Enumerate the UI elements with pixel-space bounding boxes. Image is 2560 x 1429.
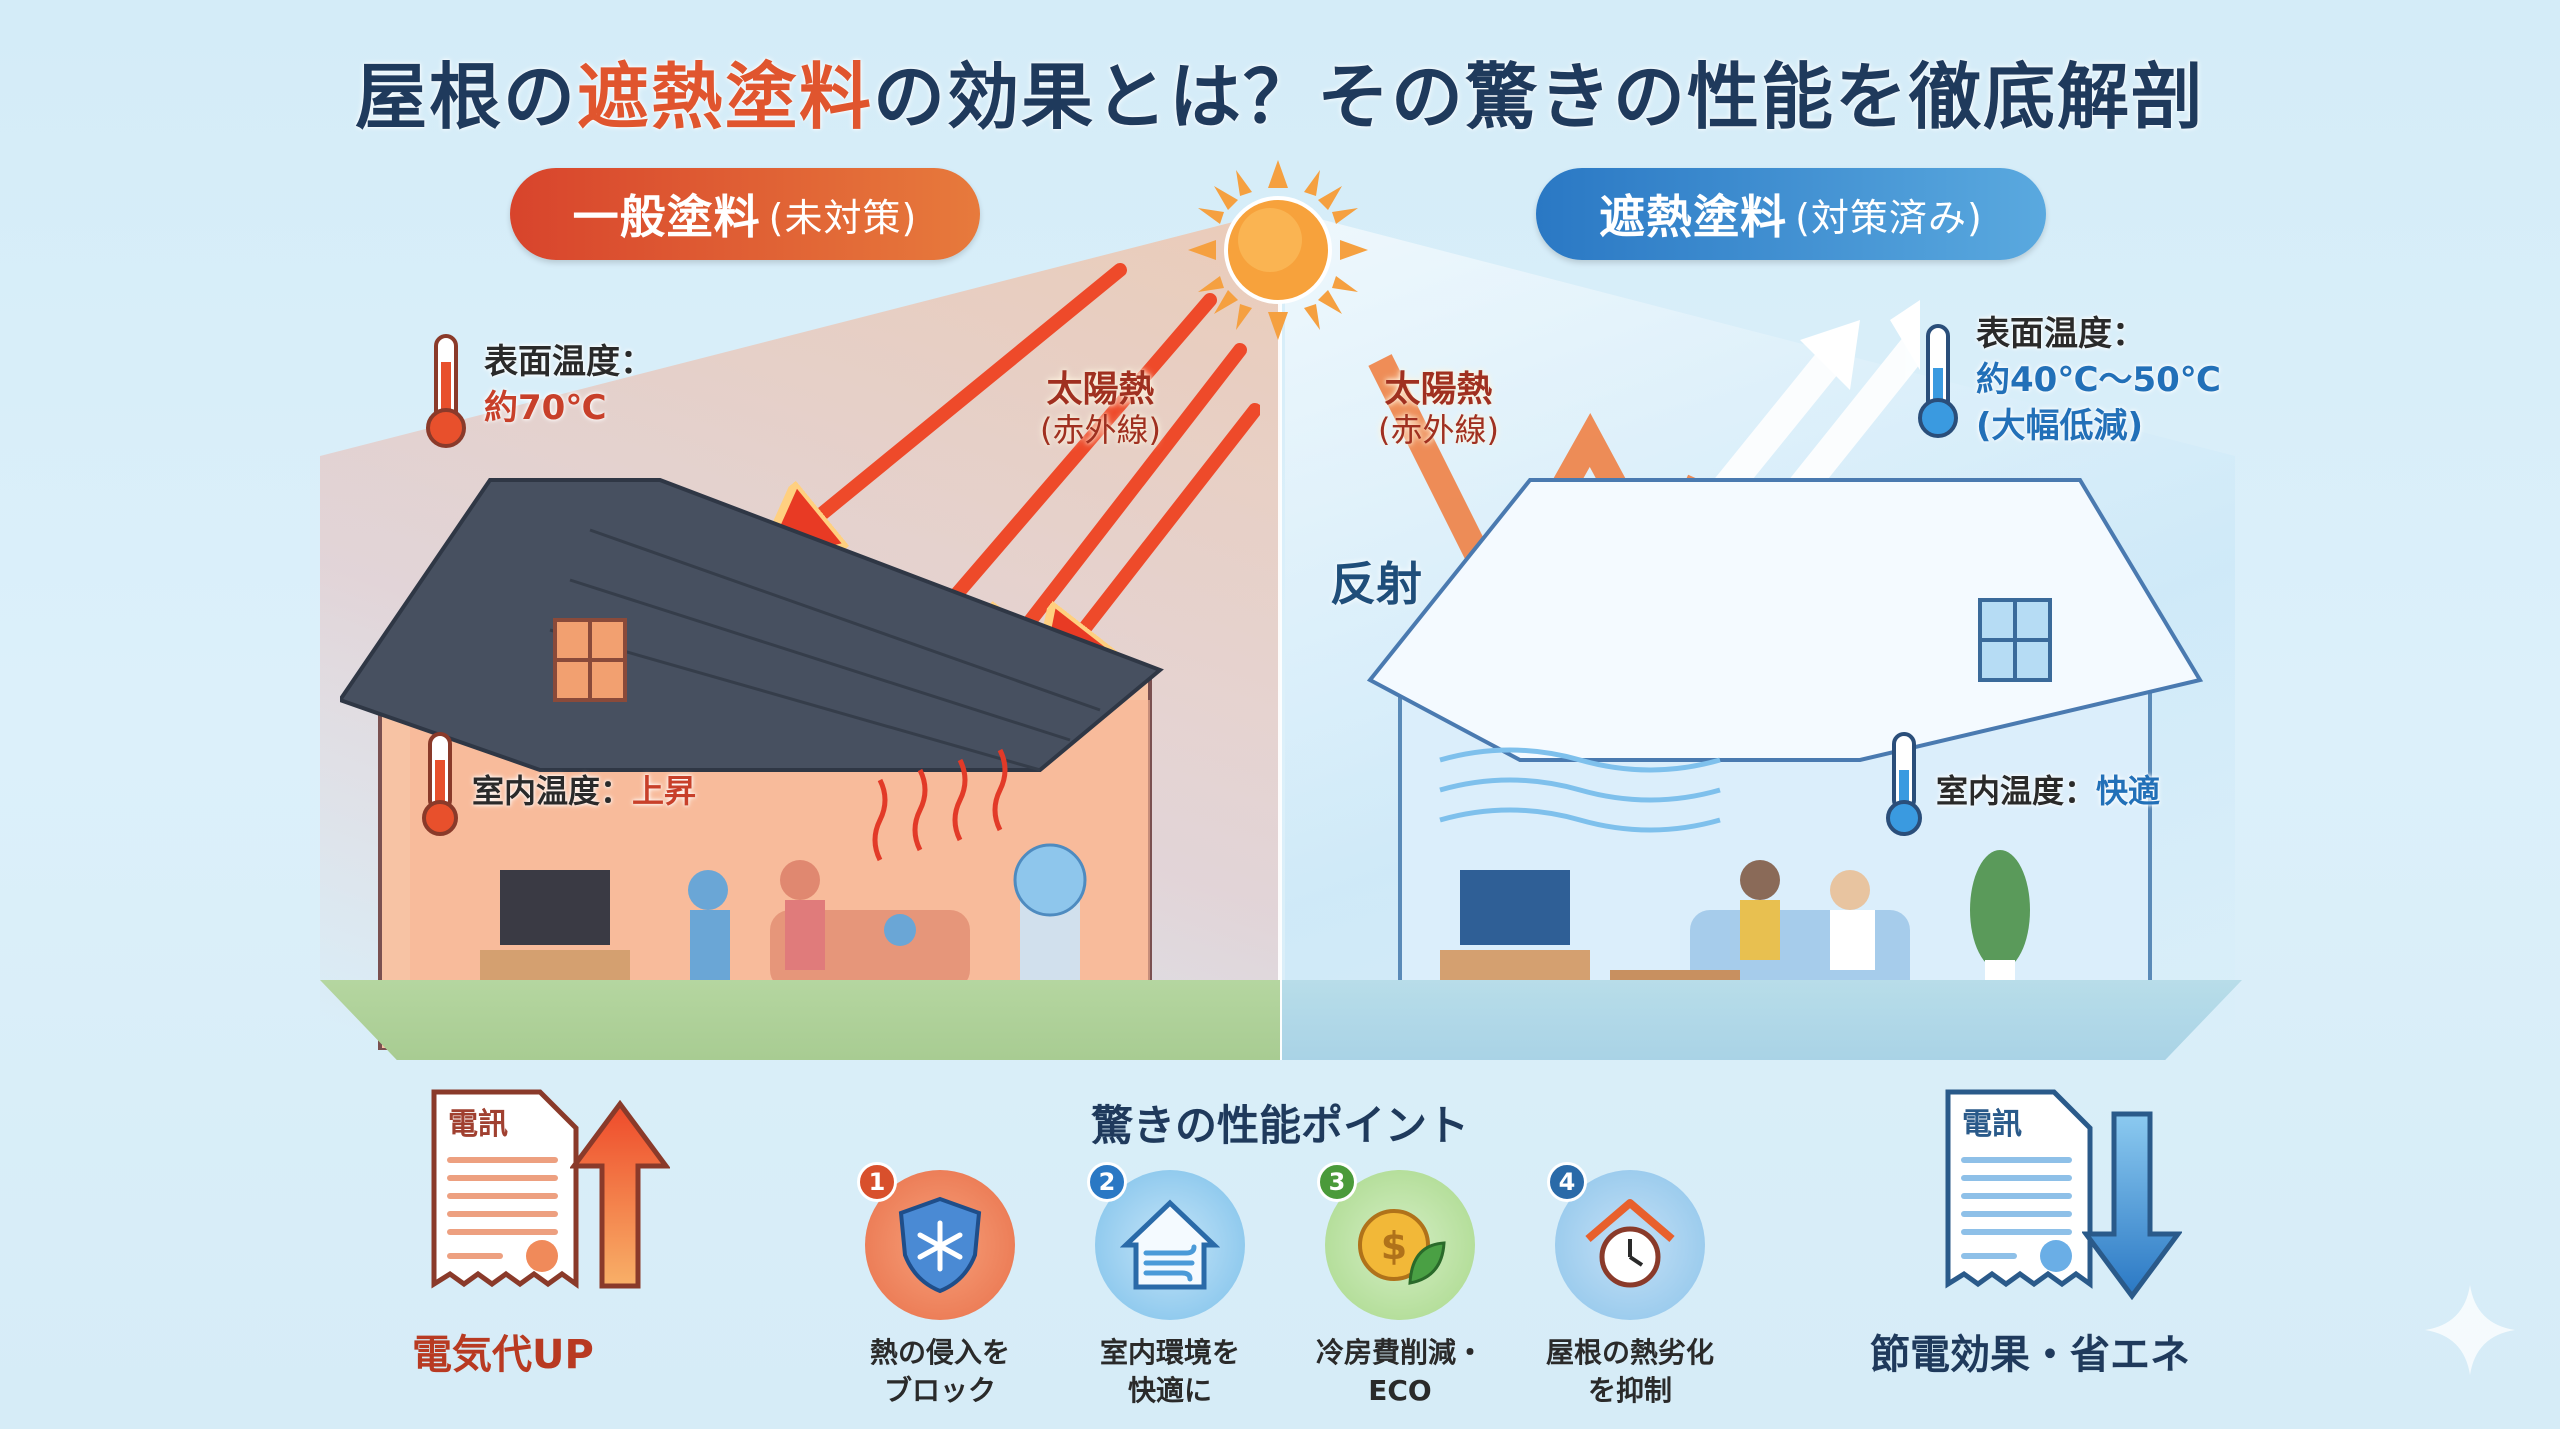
cool-house-illustration	[1366, 478, 2204, 1050]
point-icon-circle: 4	[1547, 1162, 1705, 1320]
indoor-thermometer-hot-icon	[422, 732, 458, 836]
caption-line1: 室内環境を	[1099, 1336, 1240, 1369]
house-wind-icon	[1120, 1199, 1220, 1290]
svg-text:電訊: 電訊	[448, 1107, 508, 1142]
solar-heat-label-left: 太陽熱 (赤外線)	[1040, 368, 1161, 450]
surface-temp-note: (大幅低減)	[1976, 405, 2144, 446]
point-item-2: 2 室内環境を 快適に	[1070, 1162, 1270, 1410]
solar-heat-text: 太陽熱	[1384, 369, 1493, 410]
standard-paint-badge: 一般塗料(未対策)	[510, 168, 980, 260]
lawn-right	[1282, 980, 2242, 1060]
surface-temp-value: 約40℃～50℃	[1976, 359, 2221, 400]
electric-bill-up-icon: 電訊	[430, 1088, 580, 1298]
caption-line2: 快適に	[1127, 1373, 1212, 1407]
surface-temp-hot: 表面温度： 約70℃	[484, 340, 654, 432]
caption-line1: 冷房費削減・	[1315, 1336, 1484, 1369]
lawn-left	[320, 980, 1280, 1060]
indoor-thermometer-cool-icon	[1886, 732, 1922, 836]
point-item-4: 4 屋根の熱劣化 を抑制	[1530, 1162, 1730, 1410]
solar-heat-label-right: 太陽熱 (赤外線)	[1378, 368, 1499, 450]
title-suffix: の効果とは？その驚きの性能を徹底解剖	[873, 55, 2206, 139]
solar-heat-text: 太陽熱	[1046, 369, 1155, 410]
surface-temp-label: 表面温度：	[1976, 314, 2146, 354]
page-title: 屋根の遮熱塗料の効果とは？その驚きの性能を徹底解剖	[0, 38, 2560, 143]
performance-points-title: 驚きの性能ポイント	[1090, 1101, 1469, 1150]
badge-main-text: 一般塗料	[572, 190, 761, 244]
shield-snowflake-icon	[898, 1196, 982, 1294]
indoor-temp-label: 室内温度：	[1936, 772, 2097, 810]
infrared-text: (赤外線)	[1040, 411, 1161, 450]
point-icon-circle: 1	[857, 1162, 1015, 1320]
point-caption: 屋根の熱劣化 を抑制	[1530, 1334, 1730, 1410]
roof-clock-icon	[1585, 1199, 1675, 1288]
sparkle-icon	[2425, 1285, 2515, 1375]
point-icon-circle: 2	[1087, 1162, 1245, 1320]
point-caption: 室内環境を 快適に	[1070, 1334, 1270, 1410]
arrow-up-icon	[570, 1100, 670, 1289]
surface-temp-cool: 表面温度： 約40℃～50℃ (大幅低減)	[1976, 312, 2221, 450]
indoor-temp-value: 上昇	[632, 772, 697, 810]
badge-sub-text: (未対策)	[768, 195, 918, 240]
center-divider	[1278, 300, 1282, 1060]
point-caption: 熱の侵入を ブロック	[840, 1334, 1040, 1410]
indoor-temp-hot: 室内温度：上昇	[472, 766, 696, 812]
svg-text:電訊: 電訊	[1962, 1107, 2022, 1142]
surface-temp-value: 約70℃	[484, 387, 607, 428]
heat-shield-paint-badge: 遮熱塗料(対策済み)	[1536, 168, 2046, 260]
hot-house-illustration	[340, 478, 1164, 1050]
electricity-cost-up-label: 電気代UP	[412, 1332, 594, 1378]
energy-saving-label: 節電効果・省エネ	[1870, 1332, 2190, 1378]
infrared-text: (赤外線)	[1378, 411, 1499, 450]
point-icon-circle: 3 $	[1317, 1162, 1475, 1320]
title-highlight: 遮熱塗料	[576, 55, 873, 139]
thermometer-hot-icon	[426, 334, 466, 448]
coin-leaf-icon: $	[1358, 1209, 1446, 1285]
badge-main-text: 遮熱塗料	[1599, 190, 1788, 244]
arrow-down-icon	[2082, 1111, 2182, 1300]
caption-line1: 熱の侵入を	[869, 1336, 1010, 1369]
caption-line2: ブロック	[883, 1373, 996, 1407]
caption-line2: を抑制	[1587, 1373, 1672, 1407]
point-number: 4	[1547, 1162, 1587, 1202]
badge-sub-text: (対策済み)	[1795, 195, 1983, 240]
title-prefix: 屋根の	[354, 55, 577, 139]
thermometer-cool-icon	[1918, 324, 1958, 438]
electric-bill-down-icon: 電訊	[1944, 1088, 2094, 1298]
point-caption: 冷房費削減・ ECO	[1300, 1334, 1500, 1410]
caption-line1: 屋根の熱劣化	[1545, 1336, 1714, 1369]
point-item-3: 3 $ 冷房費削減・ ECO	[1300, 1162, 1500, 1410]
point-number: 1	[857, 1162, 897, 1202]
reflection-label: 反射	[1330, 557, 1422, 611]
sun-icon	[1188, 160, 1368, 340]
point-number: 3	[1317, 1162, 1357, 1202]
point-number: 2	[1087, 1162, 1127, 1202]
surface-temp-label: 表面温度：	[484, 342, 654, 382]
indoor-temp-label: 室内温度：	[472, 772, 633, 810]
indoor-temp-value: 快適	[2096, 772, 2161, 810]
point-item-1: 1 熱の侵入を ブロック	[840, 1162, 1040, 1410]
caption-line2: ECO	[1368, 1373, 1432, 1407]
indoor-temp-cool: 室内温度：快適	[1936, 766, 2160, 812]
svg-text:$: $	[1381, 1224, 1407, 1268]
